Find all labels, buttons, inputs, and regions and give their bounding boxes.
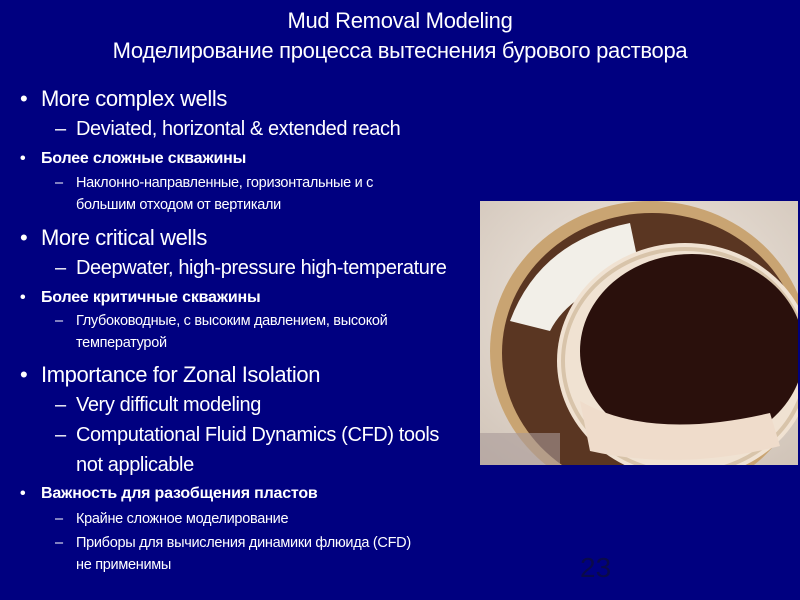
slide-title: Mud Removal Modeling Моделирование проце… [0,6,800,66]
bullet-text: Более критичные скважины [41,289,261,306]
title-russian: Моделирование процесса вытеснения бурово… [112,38,688,63]
dash-icon: – [55,257,66,279]
bullet-text: Более сложные скважины [41,150,247,167]
sub-bullet-text: not applicable [76,454,194,476]
dash-icon: – [55,175,63,191]
sub-bullet-text: Computational Fluid Dynamics (CFD) tools [76,424,440,446]
bullet-icon: • [20,485,26,502]
sub-bullet-text: Крайне сложное моделирование [76,511,289,527]
dash-icon: – [55,394,66,416]
sub-bullet-text: не применимы [76,557,172,573]
sub-bullet-text: Глубоководные, с высоким давлением, высо… [76,313,388,329]
sub-bullet-text: Приборы для вычисления динамики флюида (… [76,535,411,551]
bullet-icon: • [20,150,26,167]
bullet-text: Importance for Zonal Isolation [41,362,321,387]
sub-bullet-text: Very difficult modeling [76,394,261,416]
dash-icon: – [55,424,66,446]
sub-bullet-text: температурой [76,335,167,351]
title-english: Mud Removal Modeling [287,8,513,33]
pipe-photo-image [480,201,798,465]
sub-bullet-text: Deepwater, high-pressure high-temperatur… [76,257,447,279]
dash-icon: – [55,535,63,551]
bullet-icon: • [20,289,26,306]
casing-cross-section-photo [480,201,798,465]
bullet-icon: • [20,362,28,387]
dash-icon: – [55,118,66,140]
bullet-icon: • [20,225,28,250]
bullet-text: More critical wells [41,225,207,250]
dash-icon: – [55,313,63,329]
sub-bullet-text: Наклонно-направленные, горизонтальные и … [76,175,374,191]
sub-bullet-text: Deviated, horizontal & extended reach [76,118,401,140]
bullet-icon: • [20,86,28,111]
bullet-text: More complex wells [41,86,227,111]
page-number: 23 [580,552,612,583]
bullet-text: Важность для разобщения пластов [41,485,318,502]
sub-bullet-text: большим отходом от вертикали [76,197,281,213]
dash-icon: – [55,511,63,527]
